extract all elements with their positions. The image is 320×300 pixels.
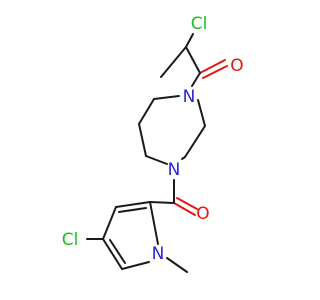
atom-n-ring-top: N	[183, 87, 196, 107]
bond-pyr-c4-c5	[102, 238, 123, 270]
atom-cl-bottom: Cl	[62, 230, 79, 250]
atom-cl-top: Cl	[191, 14, 208, 34]
bond-carbonyl-n	[191, 72, 201, 87]
bond-ring-n1-c2	[197, 99, 206, 127]
bond-ring-c5-c6	[138, 123, 147, 157]
bond-ring-n4-c5	[145, 155, 168, 165]
bond-pyr-c2-c3	[115, 201, 151, 208]
bond-carbonyl-o-2	[202, 65, 228, 79]
atom-n-ring-bottom: N	[168, 160, 181, 180]
bond-chc-cl	[185, 33, 194, 48]
atom-o-bottom: O	[196, 204, 209, 224]
bond-pyr-c2-c3-inner	[118, 207, 147, 213]
bond-ring-c6-c7	[138, 98, 155, 125]
bond-ring-c7-n1	[153, 95, 180, 100]
bond-carbonyl-o2-2	[176, 197, 198, 210]
bond-pyr-c4-c5-inner	[109, 239, 126, 264]
bond-chc-carbonyl	[185, 46, 201, 74]
bond-carbonyl-pyrrole	[149, 201, 175, 204]
bond-pyr-n-c2	[149, 201, 159, 245]
bond-methyl-chc	[160, 46, 187, 78]
atom-o-top: O	[230, 56, 243, 76]
bond-ring-c3-n4	[181, 156, 186, 160]
atom-n-pyrrole: N	[152, 244, 165, 264]
chemical-structure: Cl O N N O Cl N	[62, 14, 244, 273]
bond-pyr-n-methyl	[166, 257, 188, 273]
bond-carbonyl-o2-1	[173, 202, 196, 216]
bond-carbonyl-o-1	[199, 59, 226, 74]
bond-pyr-c3-c4	[102, 206, 117, 240]
bond-pyr-c5-n	[121, 261, 150, 270]
bond-ring-c2-c3	[184, 125, 206, 158]
